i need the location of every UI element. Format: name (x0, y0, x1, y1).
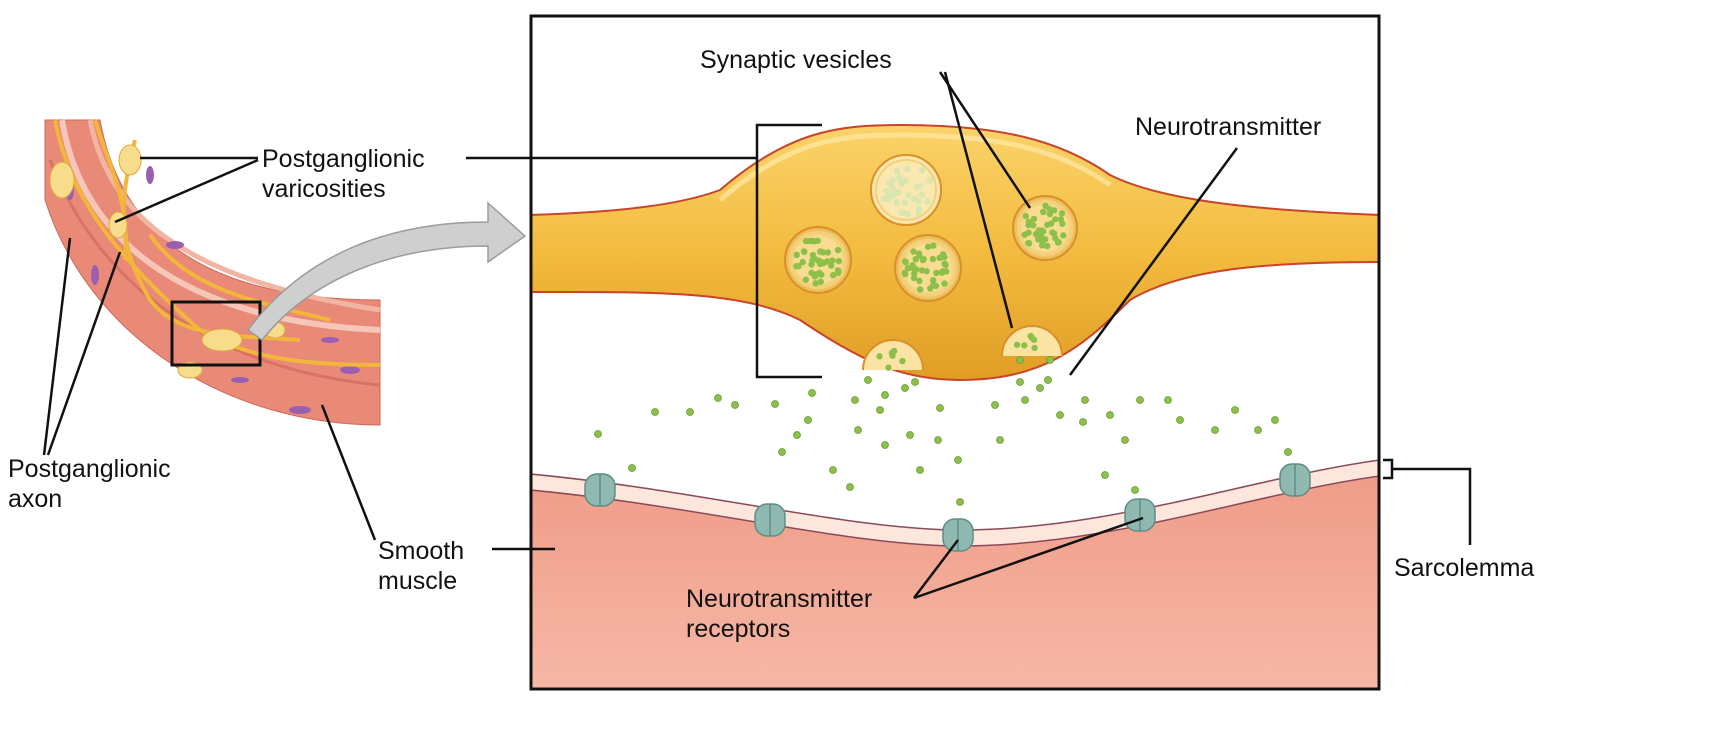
neurotransmitter-molecule (1121, 436, 1129, 444)
neurotransmitter-molecule (1136, 396, 1144, 404)
docked-vesicle (862, 339, 924, 371)
synaptic-vesicle (894, 234, 962, 302)
neurotransmitter-molecule (851, 396, 859, 404)
neurotransmitter-molecule (1021, 396, 1029, 404)
neurotransmitter-molecule (936, 404, 944, 412)
neurotransmitter-molecule (846, 483, 854, 491)
docked-vesicle (1001, 325, 1063, 357)
sarcolemma-membrane (532, 459, 1378, 547)
label-receptors-line1: Neurotransmitter (686, 585, 873, 613)
neurotransmitter-molecule (1044, 376, 1052, 384)
neurotransmitter-molecule (954, 456, 962, 464)
neurotransmitter-molecule (1271, 416, 1279, 424)
neurotransmitter-molecule (1176, 416, 1184, 424)
neurotransmitter-molecule (911, 378, 919, 386)
neurotransmitter-molecule (594, 430, 602, 438)
receptors-group (584, 463, 1311, 552)
synaptic-vesicle (784, 226, 852, 294)
neurotransmitter-molecule (1231, 406, 1239, 414)
neurotransmitter-molecule (876, 406, 884, 414)
neurotransmitter-dots (594, 356, 1292, 506)
neurotransmitter-receptor (1279, 463, 1311, 497)
neurotransmitter-molecule (793, 431, 801, 439)
neurotransmitter-molecule (1056, 411, 1064, 419)
label-smooth-muscle-line1: Smooth (378, 537, 465, 565)
neurotransmitter-molecule (1131, 486, 1139, 494)
neurotransmitter-molecule (901, 384, 909, 392)
neurotransmitter-molecule (804, 416, 812, 424)
neurotransmitter-molecule (1016, 378, 1024, 386)
label-varicosities-line1: Postganglionic (262, 145, 425, 173)
neurotransmitter-molecule (1016, 356, 1024, 364)
label-axon-line1: Postganglionic (8, 455, 171, 483)
neurotransmitter-molecule (996, 436, 1004, 444)
detail-frame (529, 14, 1381, 691)
neurotransmitter-molecule (1164, 396, 1172, 404)
synaptic-vesicle (1012, 195, 1078, 261)
neurotransmitter-molecule (731, 401, 739, 409)
label-neurotransmitter: Neurotransmitter (1135, 113, 1322, 141)
neurotransmitter-receptor (1124, 498, 1156, 532)
leader-lines (42, 71, 1472, 600)
neurotransmitter-molecule (771, 400, 779, 408)
label-receptors-line2: receptors (686, 615, 791, 643)
neurotransmitter-molecule (714, 394, 722, 402)
neurotransmitter-molecule (1106, 411, 1114, 419)
neurotransmitter-molecule (1081, 396, 1089, 404)
neurotransmitter-molecule (854, 426, 862, 434)
neurotransmitter-molecule (906, 431, 914, 439)
neurotransmitter-molecule (1101, 471, 1109, 479)
label-sarcolemma: Sarcolemma (1394, 554, 1535, 582)
label-synaptic-vesicles: Synaptic vesicles (700, 46, 892, 74)
neurotransmitter-molecule (686, 408, 694, 416)
vesicles-group (784, 154, 1078, 371)
neurotransmitter-molecule (881, 441, 889, 449)
neurotransmitter-molecule (778, 448, 786, 456)
neurotransmitter-molecule (628, 464, 636, 472)
label-smooth-muscle-line2: muscle (378, 567, 458, 595)
neurotransmitter-molecule (991, 401, 999, 409)
magnify-arrow (246, 201, 527, 342)
neurotransmitter-molecule (1036, 384, 1044, 392)
neurotransmitter-molecule (1046, 356, 1054, 364)
label-varicosities-line2: varicosities (262, 175, 386, 203)
synaptic-vesicle (870, 154, 942, 226)
neurotransmitter-molecule (1079, 418, 1087, 426)
neurotransmitter-molecule (934, 436, 942, 444)
neurotransmitter-molecule (651, 408, 659, 416)
neurotransmitter-molecule (808, 389, 816, 397)
neurotransmitter-molecule (956, 498, 964, 506)
synapse-detail (532, 123, 1378, 688)
neurotransmitter-molecule (1211, 426, 1219, 434)
neurotransmitter-molecule (916, 466, 924, 474)
neurotransmitter-molecule (881, 391, 889, 399)
neurotransmitter-receptor (754, 503, 786, 537)
neurotransmitter-receptor (584, 473, 616, 507)
label-axon-line2: axon (8, 485, 63, 513)
neurotransmitter-molecule (1284, 448, 1292, 456)
neurotransmitter-molecule (829, 466, 837, 474)
neurotransmitter-molecule (864, 376, 872, 384)
neurotransmitter-receptor (942, 518, 974, 552)
neurotransmitter-molecule (1254, 426, 1262, 434)
